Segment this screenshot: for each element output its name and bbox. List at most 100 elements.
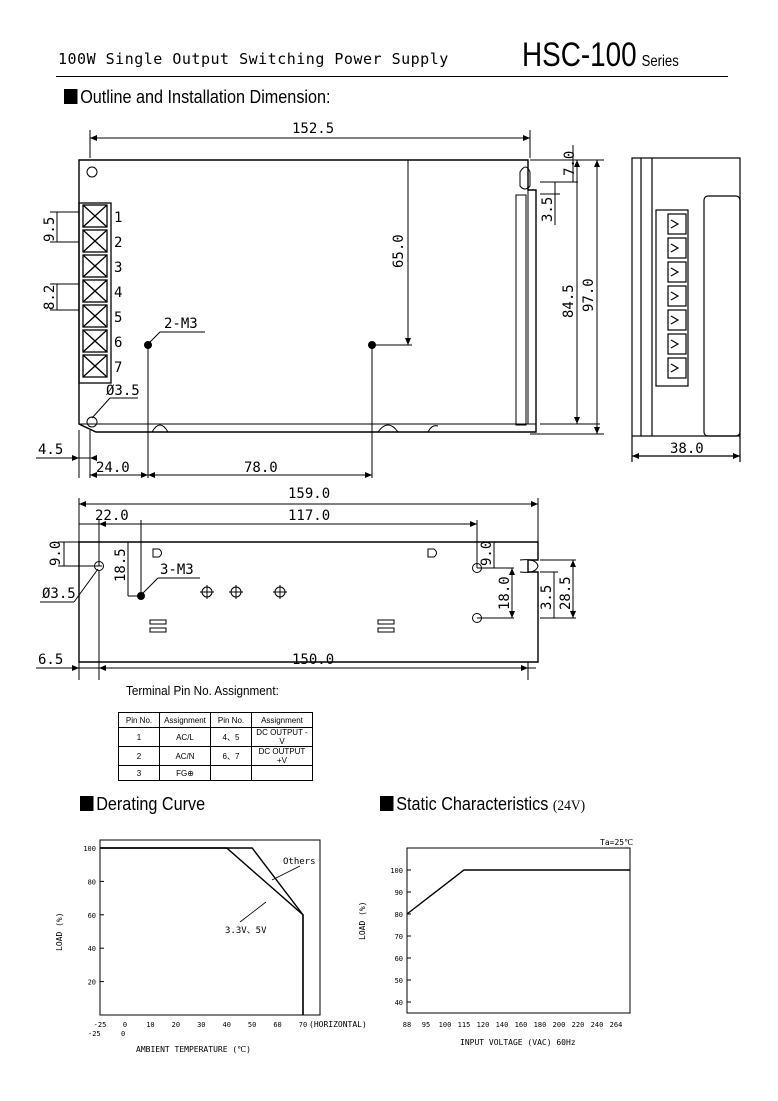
x-tick-label: 180 (534, 1021, 547, 1029)
x-tick-label: 120 (477, 1021, 490, 1029)
table-header-row: Pin No. Assignment Pin No. Assignment (118, 712, 313, 728)
table-cell: FG⊕ (159, 765, 211, 781)
section-outline-label: Outline and Installation Dimension: (80, 87, 331, 107)
x-tick-label: 88 (403, 1021, 411, 1029)
plot-frame (99, 839, 321, 1016)
pin-number: 7 (114, 360, 122, 376)
table-cell: DC OUTPUT +V (251, 746, 313, 766)
x-tick-label: 264 (610, 1021, 623, 1029)
top-view-drawing: 152.5 65.0 7.0 3.5 84.5 97.0 9.5 8.2 2-M… (36, 121, 741, 478)
y-tick-label: 60 (395, 955, 403, 963)
table-cell: DC OUTPUT -V (251, 727, 313, 747)
annotation-3v3-5v: 3.3V、5V (225, 926, 267, 936)
pin-number: 1 (114, 210, 122, 226)
table-cell: 2 (118, 746, 160, 766)
square-bullet-icon (380, 796, 394, 811)
terminal-heading: Terminal Pin No. Assignment: (126, 683, 279, 698)
y-tick-label: 100 (390, 867, 403, 875)
y-tick-label: 100 (83, 845, 96, 853)
header-rule (56, 76, 728, 77)
terminal-block (82, 204, 108, 378)
dim-18-5: 18.5 (113, 548, 129, 582)
table-cell (251, 765, 313, 781)
square-bullet-icon (64, 89, 78, 104)
annotation-ta: Ta=25℃ (600, 838, 633, 847)
table-cell: 3 (118, 765, 160, 781)
pin-number: 5 (114, 310, 122, 326)
table-header: Assignment (159, 712, 211, 728)
x-axis-label: AMBIENT TEMPERATURE (℃) (136, 1045, 251, 1054)
side-view-drawing (631, 157, 741, 462)
leader-3v3 (239, 901, 267, 923)
x-tick-label: 30 (197, 1021, 205, 1029)
bottom-view-drawing: 159.0 22.0 117.0 9.0 18.5 3-M3 Ø3.5 9.0 … (36, 486, 576, 680)
table-cell: AC/N (159, 746, 211, 766)
table-header: Pin No. (210, 712, 252, 728)
pin-number: 6 (114, 335, 122, 351)
x-tick-label: 200 (553, 1021, 566, 1029)
x-tick-label-second: -25 (88, 1030, 101, 1038)
table-cell: 6、7 (210, 746, 252, 766)
x-tick-label: 95 (422, 1021, 430, 1029)
pin-number: 3 (114, 260, 122, 276)
dim-65: 65.0 (391, 234, 407, 268)
x-tick-label: 100 (439, 1021, 452, 1029)
model-number: HSC-100 (522, 36, 637, 74)
leader-others (271, 865, 301, 881)
dim-152-5: 152.5 (292, 121, 334, 137)
y-tick-label: 40 (88, 945, 96, 953)
y-tick-label: 80 (88, 878, 96, 886)
table-header: Pin No. (118, 712, 160, 728)
dim-7: 7.0 (562, 151, 578, 176)
y-tick-label: 70 (395, 933, 403, 941)
table-row: 1 AC/L 4、5 DC OUTPUT -V (118, 727, 313, 747)
dim-28-5: 28.5 (558, 576, 574, 610)
table-cell (210, 765, 252, 781)
x-tick-label: 115 (458, 1021, 471, 1029)
x-tick-label: 10 (146, 1021, 154, 1029)
annotation-others: Others (283, 857, 316, 867)
x-axis-label: INPUT VOLTAGE (VAC) 60Hz (460, 1038, 576, 1047)
x-tick-label: 160 (515, 1021, 528, 1029)
x-tick-label: 0 (123, 1021, 127, 1029)
section-outline: Outline and Installation Dimension: (64, 87, 331, 108)
table-cell: AC/L (159, 727, 211, 747)
dim-8-2: 8.2 (42, 285, 58, 310)
table-row: 2 AC/N 6、7 DC OUTPUT +V (118, 746, 313, 766)
dim-3-5: 3.5 (540, 197, 556, 222)
pin-number: 4 (114, 285, 122, 301)
section-static-voltage: (24V) (552, 798, 586, 814)
x-tick-label: -25 (94, 1021, 107, 1029)
table-header: Assignment (251, 712, 313, 728)
y-tick-label: 20 (88, 979, 96, 987)
dim-18: 18.0 (497, 576, 513, 610)
table-row: 3 FG⊕ (118, 765, 313, 781)
y-tick-label: 90 (395, 889, 403, 897)
hole-label-2m3: 2-M3 (164, 316, 198, 332)
pin-number: 2 (114, 235, 122, 251)
x-tick-label: 40 (222, 1021, 230, 1029)
dim-159: 159.0 (288, 486, 330, 502)
section-static-label: Static Characteristics (396, 794, 549, 814)
y-tick-label: 80 (395, 911, 403, 919)
x-tick-label-second: 0 (121, 1030, 125, 1038)
section-static: Static Characteristics (24V) (380, 794, 585, 815)
dim-9-5: 9.5 (42, 217, 58, 242)
dim-6-5: 6.5 (38, 652, 63, 668)
y-axis-label: LOAD (%) (55, 912, 64, 951)
dim-97: 97.0 (581, 278, 597, 312)
dim-9-left: 9.0 (48, 541, 64, 566)
x-tick-label: 20 (172, 1021, 180, 1029)
x-tick-label: 70 (299, 1021, 307, 1029)
dim-150: 150.0 (292, 652, 334, 668)
dim-9-right: 9.0 (479, 541, 495, 566)
y-tick-label: 40 (395, 999, 403, 1007)
dim-4-5: 4.5 (38, 442, 63, 458)
table-cell: 1 (118, 727, 160, 747)
x-tick-label: 50 (248, 1021, 256, 1029)
x-axis-suffix: (HORIZONTAL) (309, 1020, 367, 1029)
section-derating: Derating Curve (80, 794, 205, 815)
y-tick-label: 60 (88, 912, 96, 920)
